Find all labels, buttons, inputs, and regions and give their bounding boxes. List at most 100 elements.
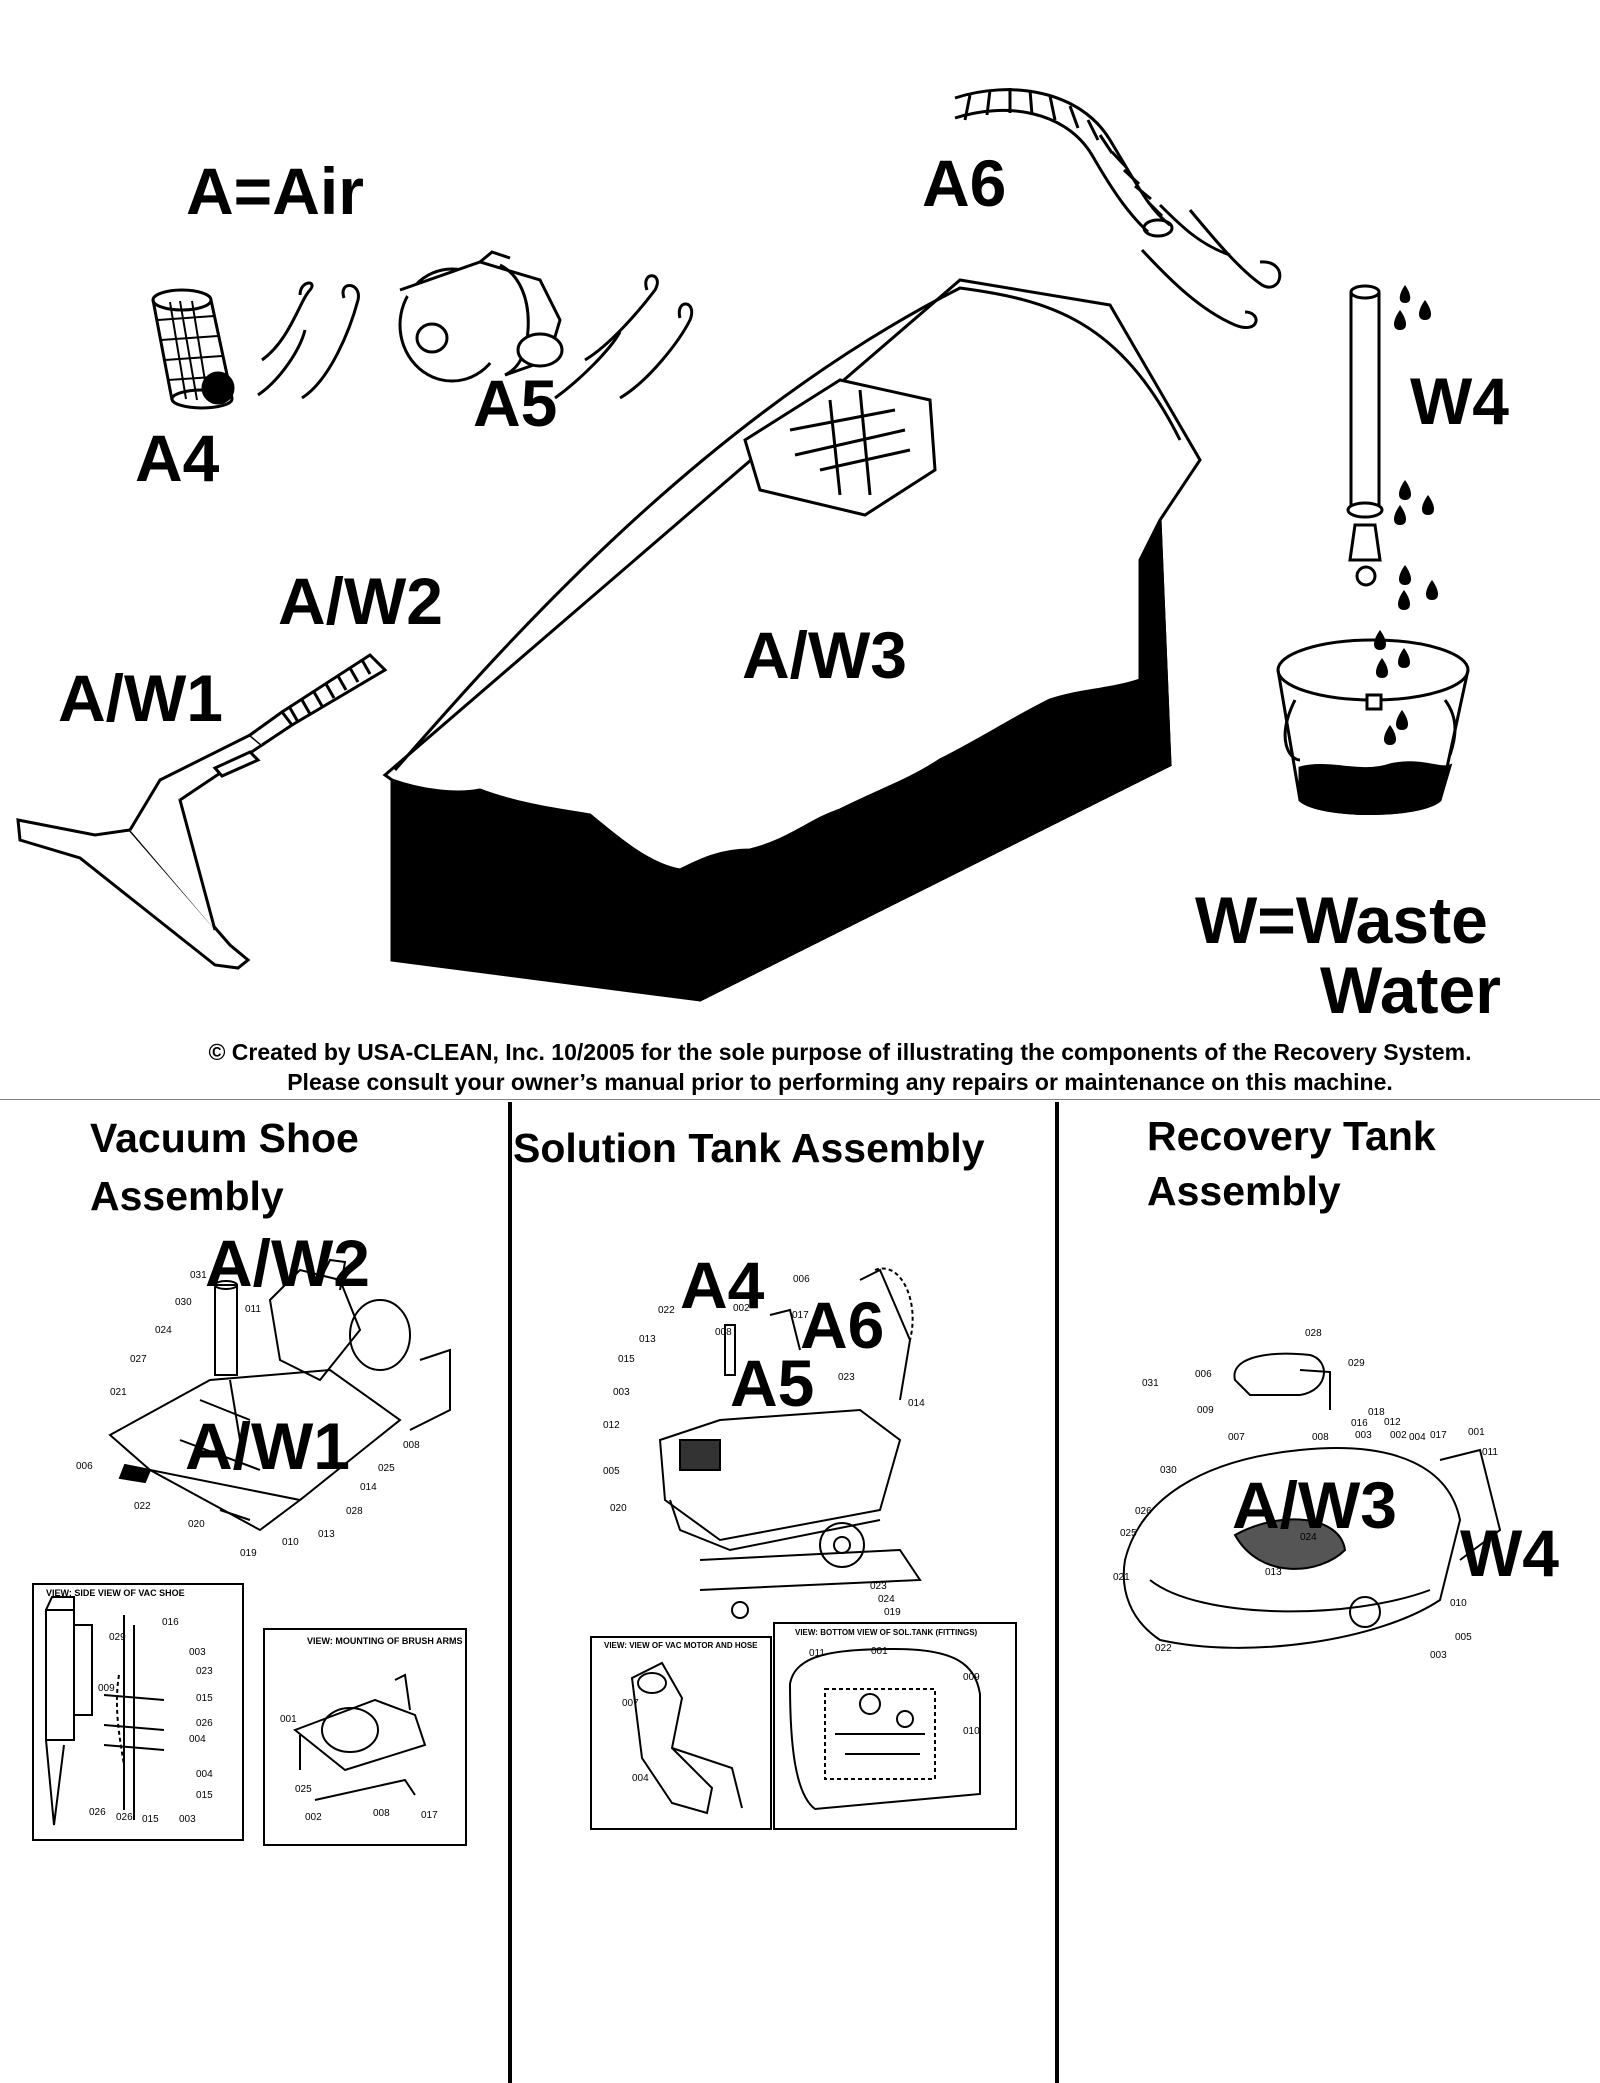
part-number: 003 [613, 1387, 630, 1398]
drain-column [1348, 286, 1382, 585]
part-number: 026 [89, 1807, 106, 1818]
part-number: 015 [196, 1693, 213, 1704]
section-title-line1: Solution Tank Assembly [513, 1122, 985, 1174]
copyright-line1: © Created by USA-CLEAN, Inc. 10/2005 for… [90, 1037, 1590, 1067]
part-number: 025 [295, 1784, 312, 1795]
part-number: 021 [1113, 1572, 1130, 1583]
part-number: 003 [1430, 1650, 1447, 1661]
part-number: 001 [871, 1646, 888, 1657]
bottom-view-callout-numbers: 011 001 009 010 [809, 1646, 980, 1737]
part-number: 011 [245, 1304, 261, 1315]
part-number: 019 [884, 1607, 901, 1618]
part-number: 004 [1409, 1432, 1426, 1443]
part-number: 004 [632, 1773, 649, 1784]
inset-view-vac-motor: VIEW: VIEW OF VAC MOTOR AND HOSE 007 004 [590, 1636, 772, 1830]
brush-arm-drawing: 001 025 002 008 017 [265, 1630, 465, 1844]
part-number: 011 [809, 1648, 825, 1659]
side-view-drawing: 029 016 009 003 023 015 026 004 004 015 … [34, 1585, 242, 1839]
part-number: 026 [196, 1718, 213, 1729]
part-number: 015 [618, 1354, 635, 1365]
part-number: 011 [1482, 1447, 1498, 1458]
part-number: 002 [1390, 1430, 1407, 1441]
label-a5: A5 [473, 370, 557, 436]
copyright-line2: Please consult your owner’s manual prior… [90, 1067, 1590, 1097]
vertical-divider-1 [508, 1102, 512, 2083]
part-number: 007 [1228, 1432, 1245, 1443]
label-aw2: A/W2 [205, 1230, 370, 1296]
part-number: 003 [179, 1814, 196, 1825]
label-aw2: A/W2 [278, 568, 443, 634]
part-number: 006 [793, 1274, 810, 1285]
part-number: 022 [134, 1501, 151, 1512]
part-number: 016 [162, 1617, 179, 1628]
part-number: 020 [610, 1503, 627, 1514]
part-number: 005 [603, 1466, 620, 1477]
vacuum-motor [400, 252, 562, 381]
part-number: 001 [280, 1714, 297, 1725]
brush-arm-callout-numbers: 001 025 002 008 017 [280, 1714, 438, 1823]
label-a4: A4 [680, 1252, 764, 1318]
inset-view-brush-arms: VIEW: MOUNTING OF BRUSH ARMS 001 025 002… [263, 1628, 467, 1846]
part-number: 004 [189, 1734, 206, 1745]
part-number: 005 [1455, 1632, 1472, 1643]
part-number: 012 [1384, 1417, 1401, 1428]
label-aw1: A/W1 [58, 665, 223, 731]
part-number: 013 [1265, 1567, 1282, 1578]
part-number: 025 [1120, 1528, 1137, 1539]
part-number: 010 [1450, 1598, 1467, 1609]
part-number: 028 [1305, 1328, 1322, 1339]
part-number: 029 [109, 1632, 126, 1643]
part-number: 021 [110, 1387, 127, 1398]
part-number: 023 [838, 1372, 855, 1383]
part-number: 006 [76, 1461, 93, 1472]
legend-water-line1: W=Waste [1195, 887, 1488, 953]
waste-bucket [1278, 640, 1468, 814]
part-number: 008 [403, 1440, 420, 1451]
part-number: 022 [658, 1305, 675, 1316]
part-number: 012 [603, 1420, 620, 1431]
part-number: 009 [1197, 1405, 1214, 1416]
part-number: 015 [196, 1790, 213, 1801]
label-a5: A5 [730, 1350, 814, 1416]
filter-basket [153, 290, 233, 408]
part-number: 013 [318, 1529, 335, 1540]
label-aw3: A/W3 [1232, 1472, 1397, 1538]
part-number: 013 [639, 1334, 656, 1345]
part-number: 027 [130, 1354, 147, 1365]
part-number: 024 [155, 1325, 172, 1336]
part-number: 014 [360, 1482, 377, 1493]
vac-motor-drawing: 007 004 [592, 1638, 770, 1828]
side-view-callout-numbers: 029 016 009 003 023 015 026 004 004 015 … [89, 1617, 213, 1825]
bottom-view-drawing: 011 001 009 010 [775, 1624, 1015, 1828]
part-number: 022 [1155, 1643, 1172, 1654]
part-number: 017 [1430, 1430, 1447, 1441]
label-w4: W4 [1410, 368, 1509, 434]
part-number: 030 [175, 1297, 192, 1308]
part-number: 026 [1135, 1506, 1152, 1517]
part-number: 023 [870, 1581, 887, 1592]
part-number: 016 [1351, 1418, 1368, 1429]
part-number: 015 [142, 1814, 159, 1825]
label-aw1: A/W1 [185, 1413, 350, 1479]
part-number: 028 [346, 1506, 363, 1517]
section-title-line1: Recovery Tank [1147, 1110, 1436, 1162]
part-number: 009 [98, 1683, 115, 1694]
legend-air: A=Air [186, 158, 364, 224]
part-number: 020 [188, 1519, 205, 1530]
part-number: 031 [1142, 1378, 1159, 1389]
part-number: 023 [196, 1666, 213, 1677]
section-title-line2: Assembly [1147, 1165, 1341, 1217]
part-number: 017 [421, 1810, 438, 1821]
legend-water-line2: Water [1320, 957, 1501, 1023]
vertical-divider-2 [1055, 1102, 1059, 2083]
part-number: 007 [622, 1698, 639, 1709]
label-aw3: A/W3 [742, 622, 907, 688]
part-number: 010 [963, 1726, 980, 1737]
part-number: 001 [1468, 1427, 1485, 1438]
label-a4: A4 [135, 425, 219, 491]
part-number: 014 [908, 1398, 925, 1409]
part-number: 010 [282, 1537, 299, 1548]
part-number: 008 [715, 1327, 732, 1338]
part-number: 002 [305, 1812, 322, 1823]
part-number: 030 [1160, 1465, 1177, 1476]
